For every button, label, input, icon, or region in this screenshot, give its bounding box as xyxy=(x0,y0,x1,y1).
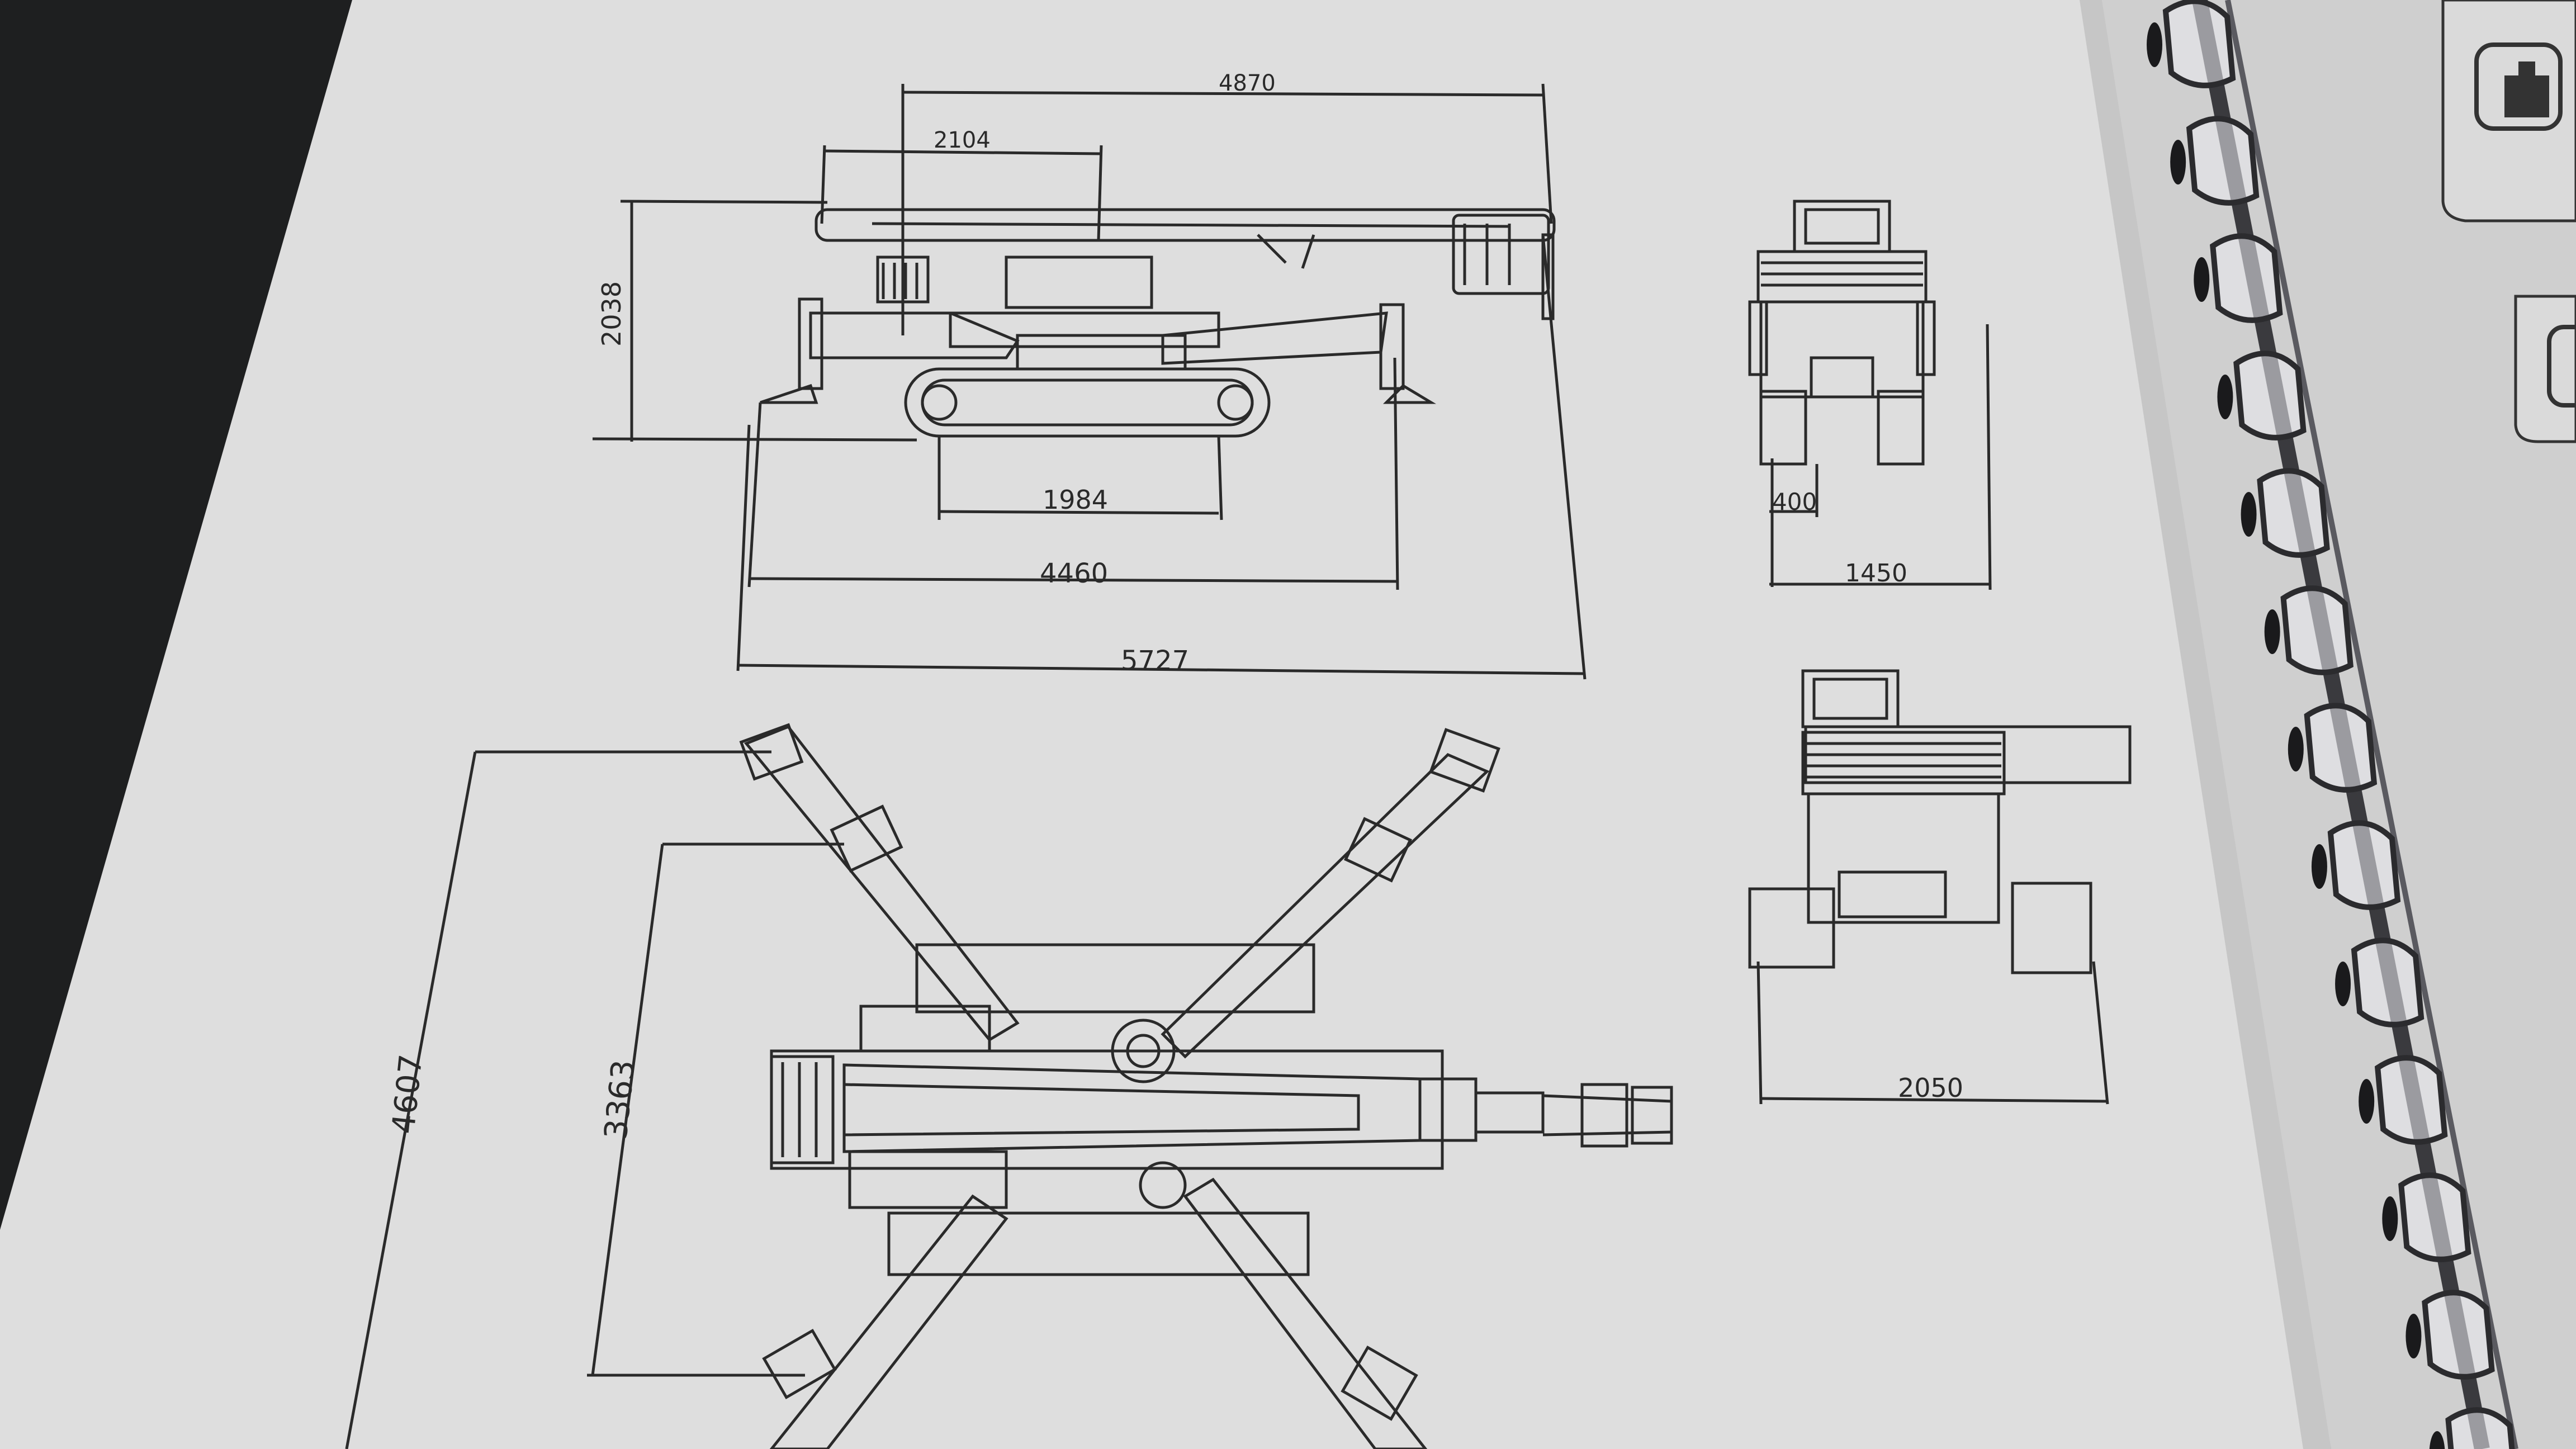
dim-line-track-length xyxy=(939,510,1219,515)
track-right-rear xyxy=(1877,390,1925,466)
binding-hole xyxy=(2147,22,2163,67)
side-view xyxy=(592,83,1587,680)
binding-loop xyxy=(2280,585,2354,675)
dim-label-overall-width: 1450 xyxy=(1845,559,1907,588)
binding-hole xyxy=(2288,727,2304,771)
top-view xyxy=(345,723,1673,1449)
weight-icon xyxy=(2474,42,2563,131)
dim-label-boom-offset: 2104 xyxy=(934,127,991,153)
dim-line-overall-boom xyxy=(902,91,1543,97)
dim-label-outrigger-inner: 3363 xyxy=(598,1058,642,1142)
boom-side xyxy=(815,208,1556,242)
page-edge-shadow xyxy=(2080,0,2331,1449)
binding-loop xyxy=(2210,233,2283,323)
main-page xyxy=(0,0,2331,1449)
rear-view-stowed xyxy=(1748,200,1992,590)
dim-line-boom-offset xyxy=(824,149,1102,155)
next-page-tab xyxy=(2514,295,2576,443)
rear-view-stowed-labels: 400 1450 xyxy=(1772,488,1907,588)
side-view-labels: 4870 2104 2038 1984 4460 5727 xyxy=(596,70,1276,676)
binding-loop xyxy=(2186,116,2260,206)
top-view-labels: 4607 3363 xyxy=(385,1053,642,1142)
binding-hole xyxy=(2359,1079,2375,1124)
binding-hole xyxy=(2382,1196,2398,1241)
binding-loop xyxy=(2374,1055,2448,1145)
binding-hole xyxy=(2335,962,2351,1006)
outrigger-rear-left xyxy=(762,1194,1008,1449)
dim-label-height: 2038 xyxy=(596,281,627,347)
binding-loop xyxy=(2327,820,2401,910)
spiral-binding xyxy=(2147,0,2518,1449)
dim-label-track-length: 1984 xyxy=(1043,485,1108,515)
binding-hole xyxy=(2429,1431,2445,1449)
binding-hole xyxy=(2170,140,2186,184)
rear-view-extended-labels: 2050 xyxy=(1898,1073,1963,1103)
binding-hole xyxy=(2241,492,2257,537)
dim-line-outrigger-span xyxy=(749,577,1398,583)
dim-label-overall-length: 5727 xyxy=(1121,645,1189,676)
outrigger-rear-right xyxy=(1183,1177,1428,1449)
binding-hole xyxy=(2264,609,2280,654)
dim-label-outrigger-max: 4607 xyxy=(385,1053,430,1136)
binding-loop xyxy=(2162,0,2236,88)
next-page-tab xyxy=(2441,0,2576,222)
binding-spine-highlight xyxy=(2225,0,2518,1449)
binding-loop xyxy=(2445,1407,2515,1449)
rear-view-extended xyxy=(1748,669,2132,1105)
dim-label-track-width: 400 xyxy=(1772,488,1817,515)
dim-label-extended-width: 2050 xyxy=(1898,1073,1963,1103)
binding-hole xyxy=(2194,257,2210,302)
binding-loop xyxy=(2304,703,2378,793)
binding-hole xyxy=(2405,1314,2422,1358)
track-top-lower xyxy=(887,1211,1310,1276)
binding-hole xyxy=(2311,844,2327,889)
binding-loop xyxy=(2422,1290,2495,1380)
binding-loop xyxy=(2257,468,2330,558)
outrigger-front-left xyxy=(739,723,1020,1042)
dim-line-overall-length xyxy=(737,664,1585,675)
slew-ring xyxy=(1111,1019,1176,1083)
track-side xyxy=(904,367,1271,438)
dim-label-outrigger-span: 4460 xyxy=(1040,558,1108,589)
outrigger-front-right xyxy=(1161,728,1500,1059)
binding-loop xyxy=(2398,1172,2471,1262)
binding-loop xyxy=(2233,351,2307,441)
track-left-rear xyxy=(1759,390,1807,466)
binding-loop xyxy=(2351,937,2425,1027)
weight-icon xyxy=(2547,325,2576,408)
dim-label-overall-boom: 4870 xyxy=(1219,70,1276,96)
binding-hole xyxy=(2217,375,2233,419)
track-top-upper xyxy=(915,943,1315,1014)
dim-line-extended-width xyxy=(1760,1097,2108,1103)
